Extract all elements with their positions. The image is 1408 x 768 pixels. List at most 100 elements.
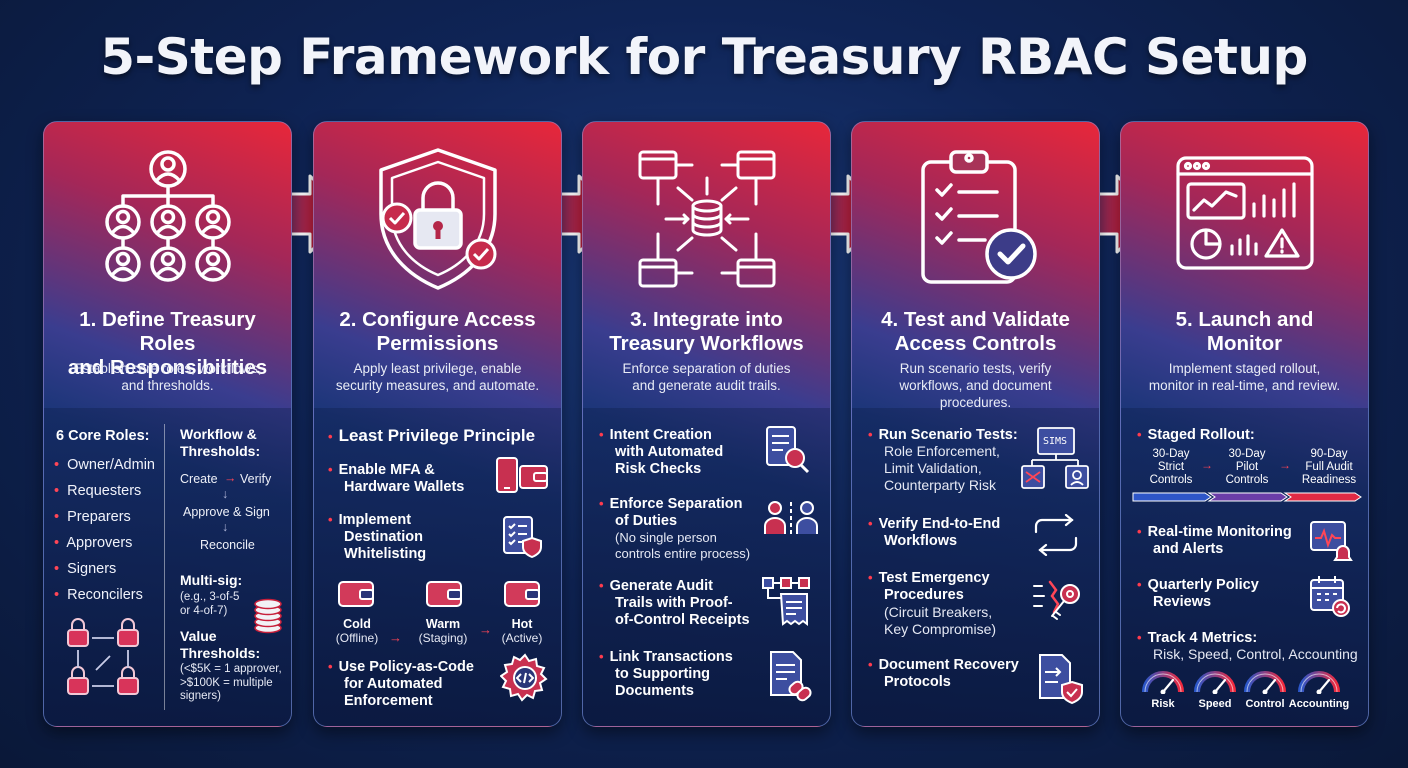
emergency-detail: (Circuit Breakers,Key Compromise) — [884, 604, 997, 637]
list-item: •Enforce Separation of Duties — [599, 496, 743, 529]
arrow-right-icon: → — [1201, 458, 1213, 472]
wallet-icon — [426, 581, 462, 607]
flow-create: Create — [180, 472, 218, 486]
gauge-label: Control — [1245, 698, 1285, 710]
list-item: •Quarterly Policy Reviews — [1137, 577, 1259, 610]
checklist-shield-icon — [503, 516, 542, 558]
list-item: •Document Recovery Protocols — [868, 657, 1019, 690]
document-link-icon — [770, 651, 812, 702]
locks-cycle-icon — [67, 618, 139, 695]
document-shield-icon — [1039, 654, 1083, 705]
wallet-icon — [338, 581, 374, 607]
gauge-speed: Speed — [1183, 668, 1247, 710]
list-item: •Least Privilege Principle — [328, 426, 536, 445]
list-item: •Use Policy-as-Code for Automated Enforc… — [328, 659, 474, 709]
step-description: Establish core roles, workflows,and thre… — [73, 361, 262, 393]
wallet-warm: Warm(Staging) — [418, 617, 468, 645]
list-item: •Track 4 Metrics: — [1137, 630, 1258, 646]
gauge-icon — [1194, 671, 1236, 695]
gauge-icon — [1298, 671, 1340, 695]
arrow-right-icon: → — [224, 471, 237, 485]
list-item: • Approvers — [54, 535, 133, 551]
roles-heading: 6 Core Roles: — [56, 428, 150, 444]
document-search-icon — [766, 426, 810, 474]
monitor-alert-icon — [1310, 521, 1353, 561]
page-title: 5-Step Framework for Treasury RBAC Setup — [100, 28, 1308, 86]
dashboard-icon — [1175, 156, 1314, 270]
list-item: •Staged Rollout: — [1137, 427, 1255, 443]
coins-icon — [254, 598, 282, 634]
multisig-heading: Multi-sig: — [180, 572, 243, 588]
gauge-control: Control — [1233, 668, 1297, 710]
wallet-cold: Cold(Offline) — [335, 617, 379, 645]
clipboard-check-icon — [920, 150, 1037, 284]
phone-wallet-icon — [496, 457, 548, 493]
flow-reconcile: Reconcile — [200, 538, 255, 552]
gauge-icon — [1244, 671, 1286, 695]
broken-key-icon — [1033, 580, 1080, 620]
gauge-label: Accounting — [1288, 698, 1350, 710]
divider — [164, 424, 165, 710]
workflow-heading: Workflow &Thresholds: — [180, 426, 261, 459]
list-item: • Preparers — [54, 509, 131, 525]
gauge-accounting: Accounting — [1287, 668, 1351, 710]
gauge-risk: Risk — [1131, 668, 1195, 710]
list-item: •Verify End-to-End Workflows — [868, 516, 1001, 549]
org-chart-icon — [104, 150, 231, 282]
arrow-down-icon: ↓ — [222, 487, 229, 501]
shield-lock-icon — [378, 148, 497, 290]
list-item: •Implement Destination Whitelisting — [328, 512, 427, 562]
list-item: •Generate Audit Trails with Proof- of-Co… — [599, 578, 750, 628]
arrow-down-icon: ↓ — [222, 520, 229, 534]
list-item: • Signers — [54, 561, 117, 577]
list-item: • Reconcilers — [54, 587, 143, 603]
arrow-right-icon: → — [479, 622, 492, 637]
list-item: •Intent Creation with Automated Risk Che… — [599, 427, 724, 477]
list-item: • Requesters — [54, 483, 142, 499]
roles-list: • Owner/Admin • Requesters • Preparers •… — [54, 452, 155, 608]
rollout-bar — [1132, 492, 1362, 502]
list-item: •Link Transactions to Supporting Documen… — [599, 649, 733, 699]
list-item: •Enable MFA &Hardware Wallets — [328, 462, 465, 495]
arrow-right-icon: → — [1279, 458, 1291, 472]
list-item: •Real-time Monitoring and Alerts — [1137, 524, 1292, 557]
scenario-badge: SIMS — [1043, 436, 1068, 447]
gauge-label: Risk — [1151, 698, 1175, 710]
wallet-hot: Hot(Active) — [501, 617, 543, 645]
refresh-cycle-icon — [1034, 514, 1078, 556]
list-item: • Owner/Admin — [54, 457, 155, 473]
calendar-refresh-icon — [1310, 576, 1350, 617]
two-people-icon — [764, 501, 818, 536]
scenario-detail: Role Enforcement,Limit Validation,Counte… — [884, 443, 1000, 493]
gauge-icon — [1142, 671, 1184, 695]
flow-verify: Verify — [240, 472, 272, 486]
list-item: •Test Emergency Procedures — [868, 570, 990, 603]
audit-receipt-icon — [762, 577, 810, 626]
code-gear-icon — [500, 653, 548, 702]
wallet-icon — [504, 581, 540, 607]
step-description: Implement staged rollout,monitor in real… — [1148, 361, 1341, 393]
test-screens-icon — [1021, 427, 1089, 489]
workflow-network-icon — [638, 150, 775, 288]
arrow-right-icon: → — [389, 630, 402, 645]
